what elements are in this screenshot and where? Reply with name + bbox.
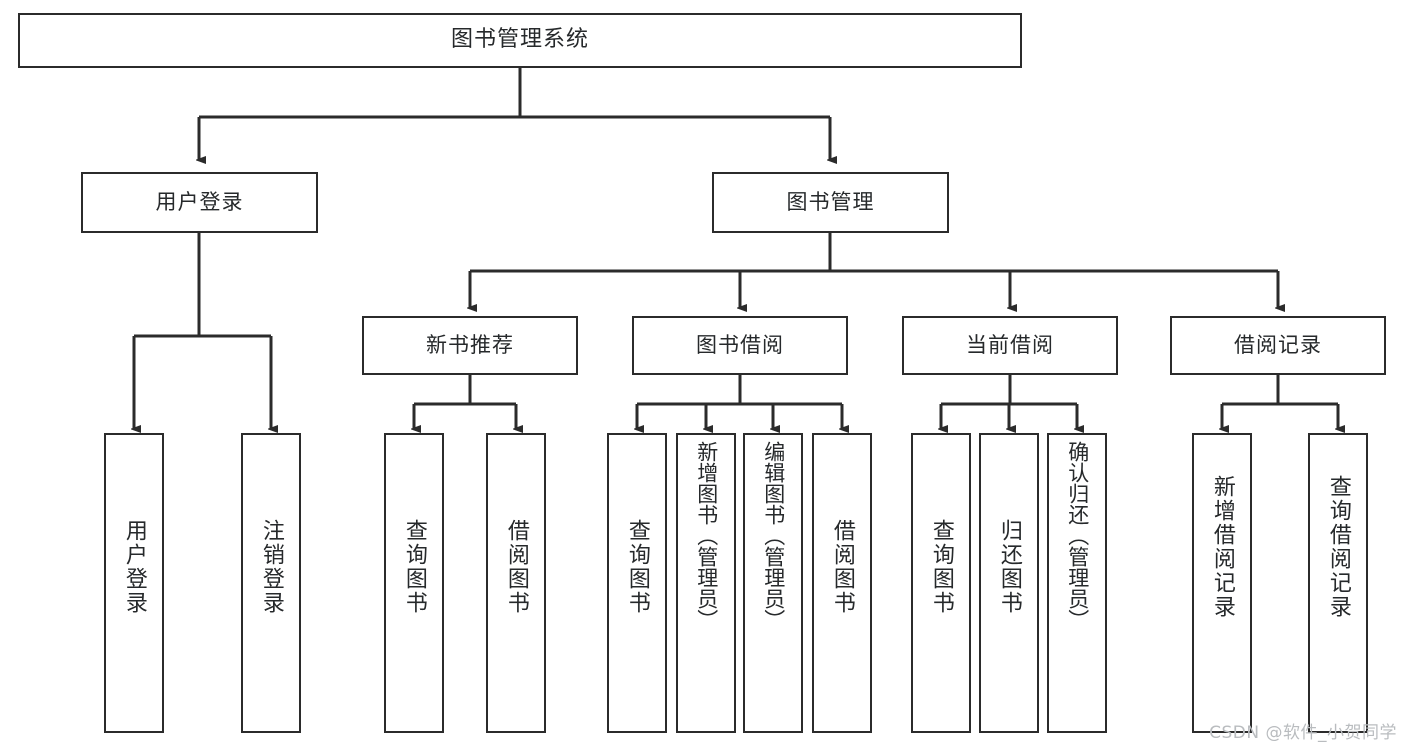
node-leaf-add-book[interactable]: 新增图书（管理员） — [676, 433, 736, 733]
csdn-watermark: CSDN @软件_小贺同学 — [1209, 723, 1397, 743]
node-root-label: 图书管理系统 — [450, 27, 589, 53]
node-current-borrow[interactable]: 当前借阅 — [902, 316, 1118, 375]
node-new-book-recommend[interactable]: 新书推荐 — [362, 316, 578, 375]
node-leaf-user-login-label: 用户登录 — [121, 519, 147, 615]
node-leaf-return-book-label: 归还图书 — [996, 519, 1022, 615]
node-leaf-add-book-label: 新增图书（管理员） — [694, 441, 719, 630]
node-leaf-add-record-label: 新增借阅记录 — [1209, 475, 1235, 619]
node-leaf-add-record[interactable]: 新增借阅记录 — [1192, 433, 1252, 733]
node-leaf-query-book-3[interactable]: 查询图书 — [911, 433, 971, 733]
node-leaf-query-book-3-label: 查询图书 — [928, 519, 954, 615]
node-leaf-query-book-2[interactable]: 查询图书 — [607, 433, 667, 733]
node-borrow-record[interactable]: 借阅记录 — [1170, 316, 1386, 375]
node-leaf-confirm-return[interactable]: 确认归还（管理员） — [1047, 433, 1107, 733]
node-user-login[interactable]: 用户登录 — [81, 172, 318, 233]
node-leaf-confirm-return-label: 确认归还（管理员） — [1065, 441, 1090, 630]
node-leaf-query-book-1[interactable]: 查询图书 — [384, 433, 444, 733]
node-leaf-query-record[interactable]: 查询借阅记录 — [1308, 433, 1368, 733]
node-book-management-label: 图书管理 — [786, 189, 875, 214]
node-leaf-logout-login[interactable]: 注销登录 — [241, 433, 301, 733]
node-root[interactable]: 图书管理系统 — [18, 13, 1022, 68]
node-leaf-return-book[interactable]: 归还图书 — [979, 433, 1039, 733]
node-borrow-record-label: 借阅记录 — [1234, 332, 1322, 357]
node-leaf-borrow-book-2-label: 借阅图书 — [829, 519, 855, 615]
node-leaf-borrow-book-1-label: 借阅图书 — [503, 519, 529, 615]
node-leaf-logout-login-label: 注销登录 — [258, 519, 284, 615]
node-new-book-recommend-label: 新书推荐 — [426, 332, 514, 357]
node-book-management[interactable]: 图书管理 — [712, 172, 949, 233]
node-leaf-query-book-2-label: 查询图书 — [624, 519, 650, 615]
node-current-borrow-label: 当前借阅 — [966, 332, 1054, 357]
node-leaf-query-book-1-label: 查询图书 — [401, 519, 427, 615]
node-leaf-user-login[interactable]: 用户登录 — [104, 433, 164, 733]
node-leaf-query-record-label: 查询借阅记录 — [1325, 475, 1351, 619]
node-book-borrow[interactable]: 图书借阅 — [632, 316, 848, 375]
node-leaf-edit-book[interactable]: 编辑图书（管理员） — [743, 433, 803, 733]
node-leaf-edit-book-label: 编辑图书（管理员） — [761, 441, 786, 630]
node-leaf-borrow-book-2[interactable]: 借阅图书 — [812, 433, 872, 733]
node-book-borrow-label: 图书借阅 — [696, 332, 784, 357]
node-leaf-borrow-book-1[interactable]: 借阅图书 — [486, 433, 546, 733]
node-user-login-label: 用户登录 — [155, 189, 244, 214]
